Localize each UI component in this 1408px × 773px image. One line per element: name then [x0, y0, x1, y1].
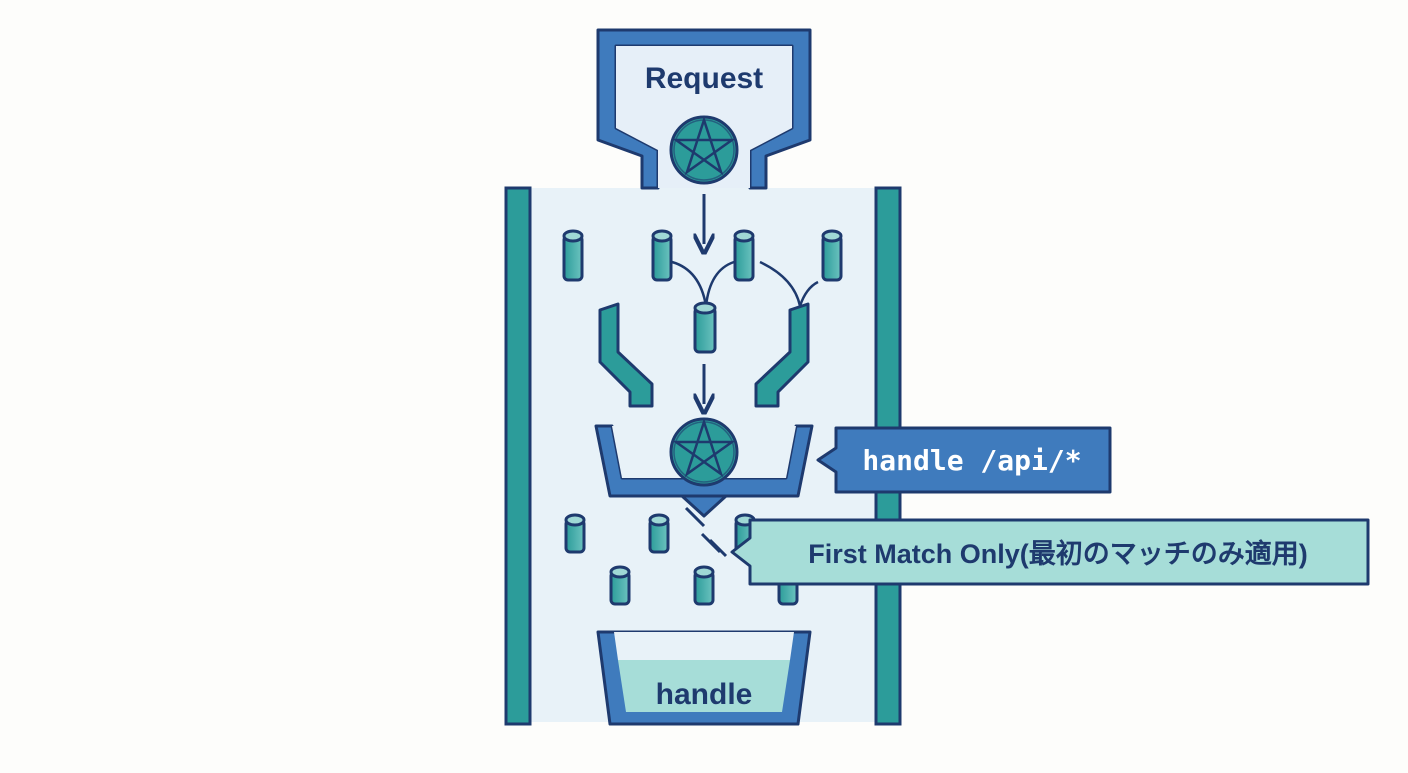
peg — [648, 513, 670, 554]
peg — [609, 565, 631, 606]
peg — [821, 229, 843, 282]
first-match-callout: First Match Only(最初のマッチのみ適用) — [730, 518, 1370, 586]
left-rail — [504, 186, 532, 726]
right-deflector — [754, 302, 810, 408]
handle-bin: handle — [596, 630, 812, 726]
peg — [693, 301, 717, 354]
handle-api-label: handle /api/* — [862, 444, 1081, 477]
peg — [651, 229, 673, 282]
blocked-flow-mark — [684, 506, 728, 558]
peg — [693, 565, 715, 606]
pegs-row-2 — [693, 301, 717, 354]
peg — [564, 513, 586, 554]
pegs-row-1 — [562, 229, 843, 282]
handle-api-callout: handle /api/* — [816, 426, 1112, 494]
caught-ball-icon — [669, 417, 739, 487]
peg — [733, 229, 755, 282]
request-ball-icon — [669, 115, 739, 185]
first-match-label: First Match Only(最初のマッチのみ適用) — [808, 538, 1308, 569]
left-deflector — [598, 302, 654, 408]
peg — [562, 229, 584, 282]
request-label: Request — [645, 62, 763, 95]
bounce-paths — [671, 260, 819, 307]
handle-bin-label: handle — [656, 678, 753, 711]
